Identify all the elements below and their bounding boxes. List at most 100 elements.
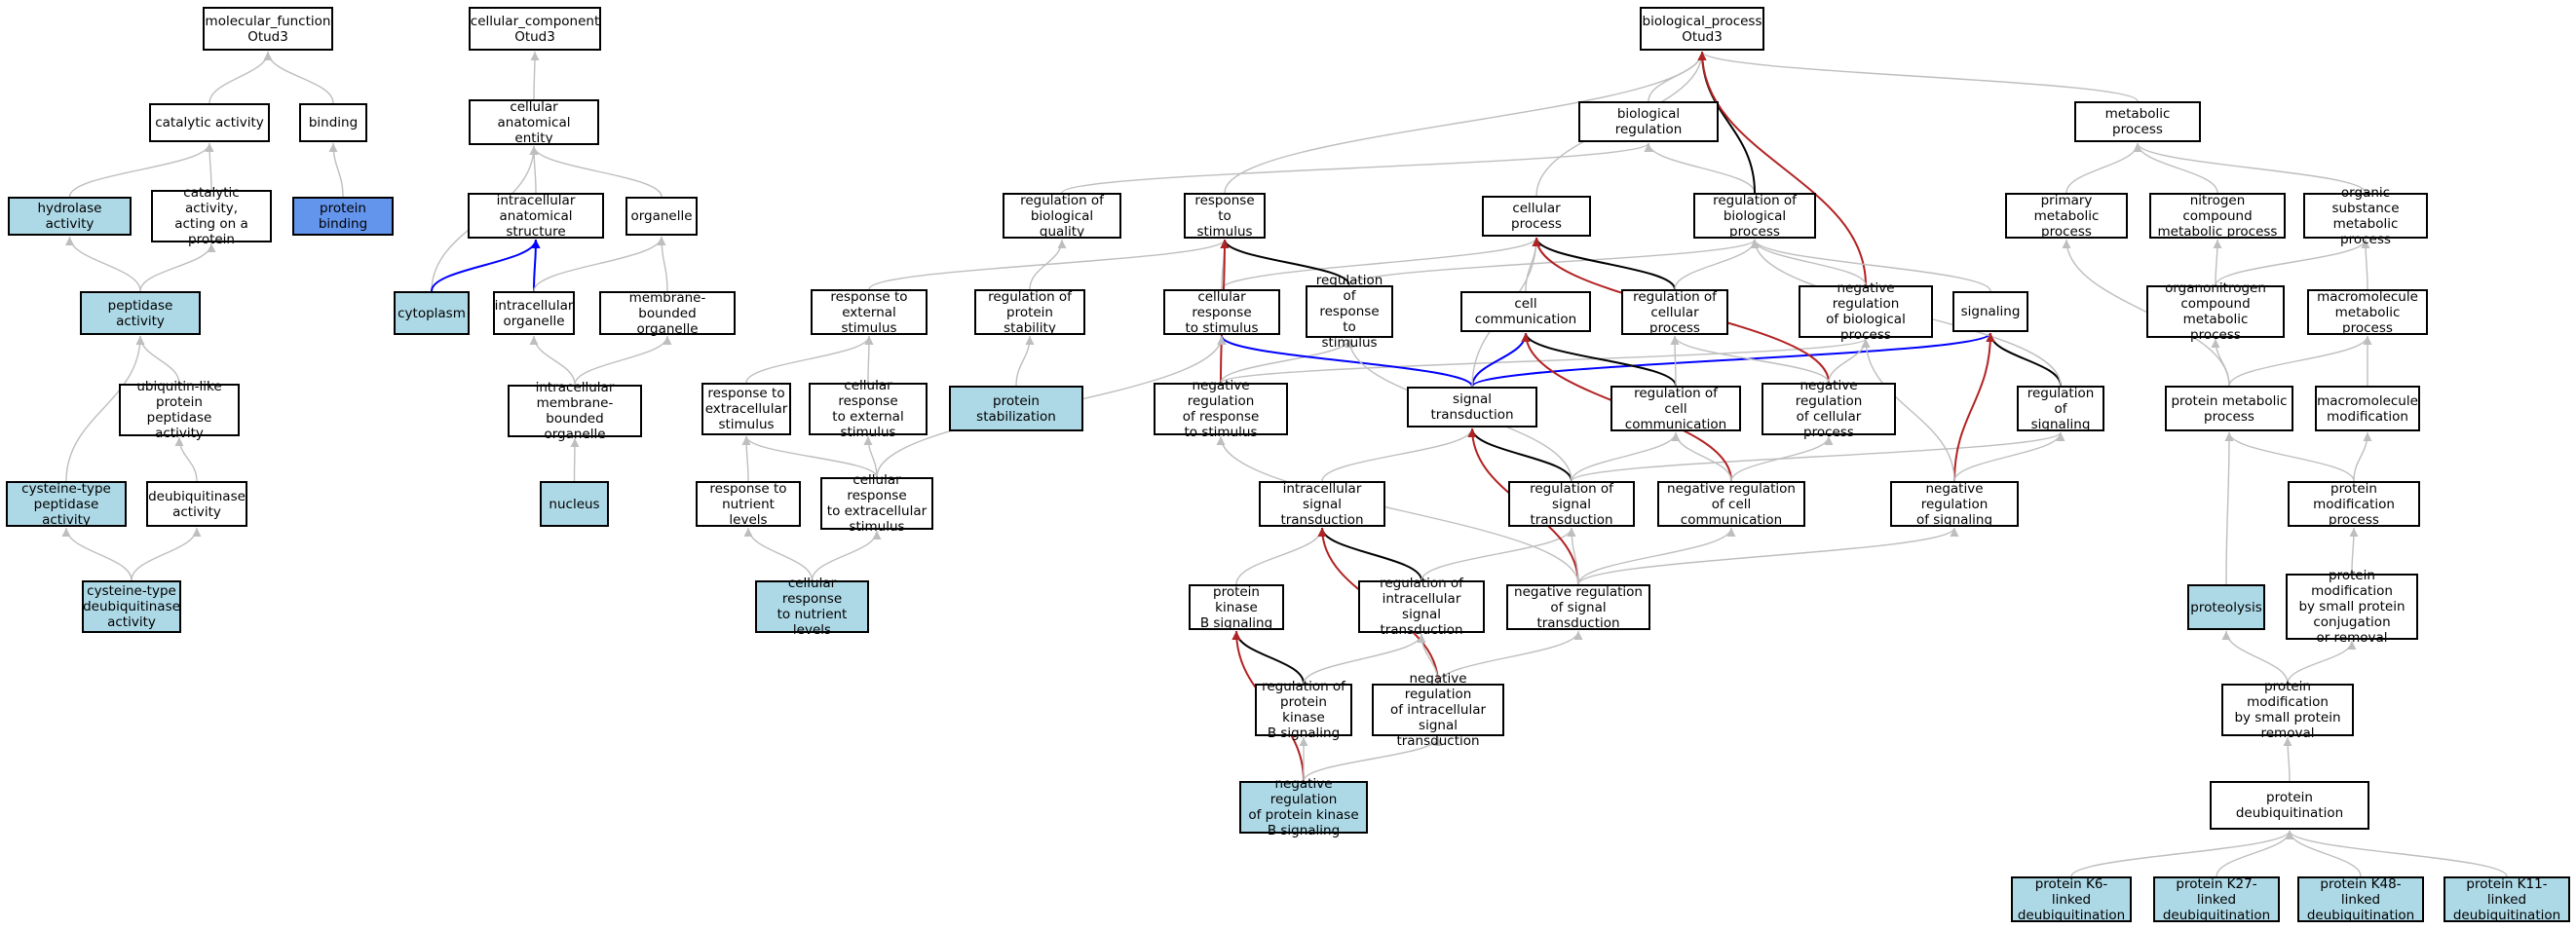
node-neg_reg_intra[interactable]: negative regulation of intracellular sig… — [1372, 671, 1504, 749]
edge-reg_cell_proc-to-cell_proc — [1532, 237, 1676, 290]
node-bp_root[interactable]: biological_process Otud3 — [1640, 7, 1764, 51]
node-hydrolase[interactable]: hydrolase activity — [8, 197, 132, 236]
node-organelle[interactable]: organelle — [625, 197, 698, 236]
node-neg_reg_sig[interactable]: negative regulation of signaling — [1890, 481, 2019, 528]
node-cae[interactable]: cellular anatomical entity — [469, 99, 599, 146]
node-cytoplasm[interactable]: cytoplasm — [394, 291, 470, 335]
node-resp_extra[interactable]: response to extracellular stimulus — [701, 383, 791, 435]
edge-neg_reg_bio-to-bp_root — [1697, 51, 1867, 286]
node-reg_signaling[interactable]: regulation of signaling — [2017, 386, 2104, 432]
node-reg_bio_proc[interactable]: regulation of biological process — [1693, 193, 1816, 240]
edge-catalytic-to-mf_root — [208, 51, 273, 104]
node-prot_mod[interactable]: protein modification process — [2288, 481, 2420, 528]
node-ias[interactable]: intracellular anatomical structure — [468, 193, 604, 240]
edge-k27-to-prot_deubiq — [2216, 830, 2294, 877]
edge-orgN_met-to-organic_met — [2215, 239, 2370, 286]
node-reg_cell_comm[interactable]: regulation of cell communication — [1610, 386, 1741, 432]
edge-neg_reg_bio-to-reg_bio_proc — [1750, 239, 1867, 286]
edge-imb_org-to-mb_org — [574, 335, 672, 386]
node-sig_trans[interactable]: signal transduction — [1407, 387, 1537, 428]
node-cell_resp_ext[interactable]: cellular response to external stimulus — [809, 378, 928, 440]
edge-reg_cell_comm-to-reg_cell_proc — [1670, 335, 1680, 387]
node-imb_org[interactable]: intracellular membrane-bounded organelle — [508, 380, 642, 442]
node-proteolysis[interactable]: proteolysis — [2187, 584, 2265, 630]
node-neg_reg_pkb[interactable]: negative regulation of protein kinase B … — [1239, 776, 1368, 838]
node-intra_org[interactable]: intracellular organelle — [493, 291, 575, 335]
node-reg_sig_trans[interactable]: regulation of signal transduction — [1508, 481, 1635, 528]
node-cell_resp_extra[interactable]: cellular response to extracellular stimu… — [820, 472, 933, 535]
edge-neg_reg_sig_trans-to-reg_sig_trans — [1567, 527, 1579, 585]
node-bio_reg[interactable]: biological regulation — [1578, 101, 1719, 142]
edge-cys_deubiquitinase-to-cys_peptidase — [61, 527, 133, 581]
node-k27[interactable]: protein K27-linked deubiquitination — [2153, 876, 2280, 923]
node-prot_deubiq[interactable]: protein deubiquitination — [2210, 781, 2369, 830]
edge-sig_trans-to-cell_resp_stim — [1217, 335, 1473, 388]
node-cat_protein[interactable]: catalytic activity, acting on a protein — [151, 185, 272, 247]
node-neg_reg_cell_comm[interactable]: negative regulation of cell communicatio… — [1657, 481, 1805, 528]
node-prot_mod_small[interactable]: protein modification by small protein co… — [2286, 568, 2418, 646]
edge-intra_org-to-ias — [531, 239, 541, 292]
node-nitrogen_met[interactable]: nitrogen compound metabolic process — [2149, 193, 2286, 240]
node-prot_met[interactable]: protein metabolic process — [2165, 386, 2293, 431]
node-prot_stab[interactable]: protein stabilization — [949, 386, 1083, 431]
node-ubl_peptidase[interactable]: ubiquitin-like protein peptidase activit… — [119, 379, 240, 441]
node-neg_reg_cell[interactable]: negative regulation of cellular process — [1762, 378, 1896, 440]
node-binding[interactable]: binding — [299, 103, 367, 142]
node-peptidase[interactable]: peptidase activity — [80, 291, 201, 335]
edge-cell_resp_ext-to-resp_ext — [864, 335, 874, 384]
node-resp_nutrient[interactable]: response to nutrient levels — [696, 481, 801, 528]
node-reg_intra_sig[interactable]: regulation of intracellular signal trans… — [1358, 576, 1485, 638]
node-neg_reg_sig_trans[interactable]: negative regulation of signal transducti… — [1506, 584, 1650, 631]
node-reg_cell_proc[interactable]: regulation of cellular process — [1621, 289, 1728, 336]
node-nucleus[interactable]: nucleus — [540, 481, 609, 527]
node-metabolic[interactable]: metabolic process — [2074, 101, 2201, 142]
edge-prot_mod-to-macro_mod — [2353, 431, 2372, 482]
edge-k6-to-prot_deubiq — [2070, 830, 2294, 877]
node-primary_met[interactable]: primary metabolic process — [2005, 193, 2128, 240]
node-organic_met[interactable]: organic substance metabolic process — [2303, 185, 2428, 247]
node-reg_prot_stab[interactable]: regulation of protein stability — [974, 289, 1085, 336]
edge-nitrogen_met-to-metabolic — [2133, 142, 2218, 194]
node-mb_org[interactable]: membrane-bounded organelle — [599, 290, 736, 337]
node-reg_pkb[interactable]: regulation of protein kinase B signaling — [1255, 679, 1352, 741]
edge-deubiquitinase-to-ubl_peptidase — [174, 436, 198, 482]
node-deubiquitinase[interactable]: deubiquitinase activity — [146, 481, 247, 527]
node-cell_resp_nutrient[interactable]: cellular response to nutrient levels — [755, 576, 869, 638]
node-k48[interactable]: protein K48-linked deubiquitination — [2297, 876, 2424, 923]
edge-neg_reg_intra-to-reg_intra_sig — [1417, 633, 1439, 685]
node-orgN_met[interactable]: organonitrogen compound metabolic proces… — [2146, 280, 2285, 343]
node-cc_root[interactable]: cellular_component Otud3 — [469, 7, 601, 51]
node-k11[interactable]: protein K11-linked deubiquitination — [2443, 876, 2570, 923]
node-cell_proc[interactable]: cellular process — [1482, 196, 1591, 237]
edge-cat_protein-to-catalytic — [205, 142, 214, 191]
node-resp_ext[interactable]: response to external stimulus — [811, 289, 928, 336]
edge-reg_resp_stim-to-resp_stim — [1220, 239, 1350, 286]
node-resp_stim[interactable]: response to stimulus — [1184, 193, 1266, 240]
node-intra_sig[interactable]: intracellular signal transduction — [1259, 481, 1385, 528]
node-cell_resp_stim[interactable]: cellular response to stimulus — [1163, 289, 1280, 336]
edge-nucleus-to-imb_org — [570, 437, 580, 482]
node-cys_peptidase[interactable]: cysteine-type peptidase activity — [6, 481, 127, 528]
node-cys_deubiquitinase[interactable]: cysteine-type deubiquitinase activity — [82, 580, 181, 633]
node-mf_root[interactable]: molecular_function Otud3 — [203, 7, 333, 51]
node-reg_resp_stim[interactable]: regulation of response to stimulus — [1306, 273, 1393, 351]
node-macro_mod[interactable]: macromolecule modification — [2315, 386, 2420, 431]
node-neg_reg_resp[interactable]: negative regulation of response to stimu… — [1154, 378, 1288, 440]
node-macro_met[interactable]: macromolecule metabolic process — [2307, 289, 2428, 336]
node-neg_reg_bio[interactable]: negative regulation of biological proces… — [1799, 280, 1933, 343]
node-protein_binding[interactable]: protein binding — [292, 197, 394, 236]
node-reg_bio_quality[interactable]: regulation of biological quality — [1003, 193, 1121, 240]
node-catalytic[interactable]: catalytic activity — [149, 103, 270, 142]
node-signaling[interactable]: signaling — [1952, 291, 2028, 332]
node-cell_comm[interactable]: cell communication — [1460, 291, 1591, 332]
edge-reg_pkb-to-pkb — [1231, 630, 1305, 685]
node-k6[interactable]: protein K6-linked deubiquitination — [2011, 876, 2132, 923]
edge-prot_mod_removal-to-prot_mod_small — [2287, 640, 2357, 685]
edge-reg_sig_trans-to-reg_signaling — [1571, 431, 2065, 482]
edge-resp_stim-to-bp_root — [1224, 51, 1707, 194]
edge-reg_prot_stab-to-reg_bio_quality — [1029, 239, 1067, 290]
edge-cys_peptidase-to-peptidase — [65, 335, 145, 482]
node-prot_mod_removal[interactable]: protein modification by small protein re… — [2221, 679, 2354, 741]
node-pkb[interactable]: protein kinase B signaling — [1189, 584, 1284, 631]
